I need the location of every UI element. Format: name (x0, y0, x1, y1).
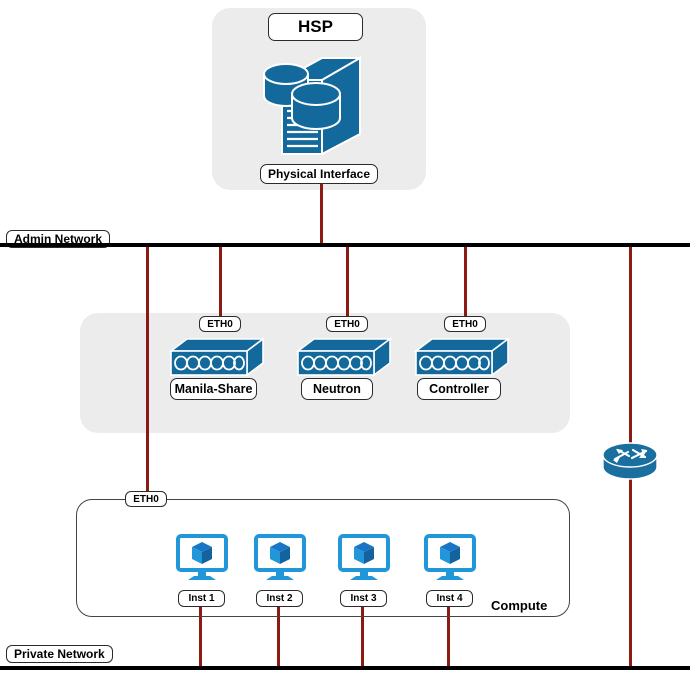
eth0-badge-neutron: ETH0 (326, 316, 368, 332)
hsp-title-label: HSP (298, 17, 333, 36)
switch-icon-manila-share (168, 337, 266, 379)
switch-icon-neutron (295, 337, 393, 379)
compute-label-text: Compute (491, 598, 548, 613)
node-label-manila-share: Manila-Share (170, 378, 257, 400)
link-inst4-to-private (447, 606, 450, 670)
compute-label: Compute (491, 598, 547, 613)
compute-box (76, 499, 570, 617)
admin-network-label-text: Admin Network (14, 232, 103, 246)
router-icon (601, 441, 659, 483)
link-admin-to-controller (464, 245, 467, 323)
physical-interface-label: Physical Interface (267, 167, 371, 181)
link-admin-to-neutron (346, 245, 349, 323)
eth0-badge-controller: ETH0 (444, 316, 486, 332)
node-label-neutron: Neutron (301, 378, 373, 400)
storage-server-icon (260, 52, 364, 156)
instance-monitor-icon-1 (176, 534, 228, 582)
switch-icon-controller (413, 337, 511, 379)
admin-network-bus (0, 243, 690, 247)
instance-label-4: Inst 4 (426, 590, 473, 607)
eth0-badge-manila-share-text: ETH0 (207, 318, 233, 330)
instance-label-3-text: Inst 3 (350, 593, 377, 604)
instance-label-1-text: Inst 1 (188, 593, 215, 604)
node-label-neutron-text: Neutron (313, 382, 361, 396)
link-inst1-to-private (199, 606, 202, 670)
private-network-bus (0, 666, 690, 670)
instance-monitor-icon-4 (424, 534, 476, 582)
eth0-badge-neutron-text: ETH0 (334, 318, 360, 330)
link-inst2-to-private (277, 606, 280, 670)
hsp-title-box: HSP (268, 13, 363, 41)
eth0-badge-compute: ETH0 (125, 491, 167, 507)
eth0-badge-manila-share: ETH0 (199, 316, 241, 332)
instance-label-2-text: Inst 2 (266, 593, 293, 604)
private-network-label-text: Private Network (14, 647, 105, 661)
instance-monitor-icon-2 (254, 534, 306, 582)
eth0-badge-controller-text: ETH0 (452, 318, 478, 330)
link-admin-to-manila-share (219, 245, 222, 323)
link-hsp-to-admin (320, 184, 323, 244)
instance-label-1: Inst 1 (178, 590, 225, 607)
node-label-controller: Controller (417, 378, 501, 400)
node-label-manila-share-text: Manila-Share (174, 382, 253, 396)
instance-label-4-text: Inst 4 (436, 593, 463, 604)
instance-label-3: Inst 3 (340, 590, 387, 607)
link-admin-to-compute (146, 245, 149, 499)
instance-label-2: Inst 2 (256, 590, 303, 607)
node-label-controller-text: Controller (429, 382, 489, 396)
physical-interface-box: Physical Interface (260, 164, 378, 184)
instance-monitor-icon-3 (338, 534, 390, 582)
link-inst3-to-private (361, 606, 364, 670)
private-network-label: Private Network (6, 645, 113, 663)
eth0-badge-compute-text: ETH0 (133, 493, 159, 505)
